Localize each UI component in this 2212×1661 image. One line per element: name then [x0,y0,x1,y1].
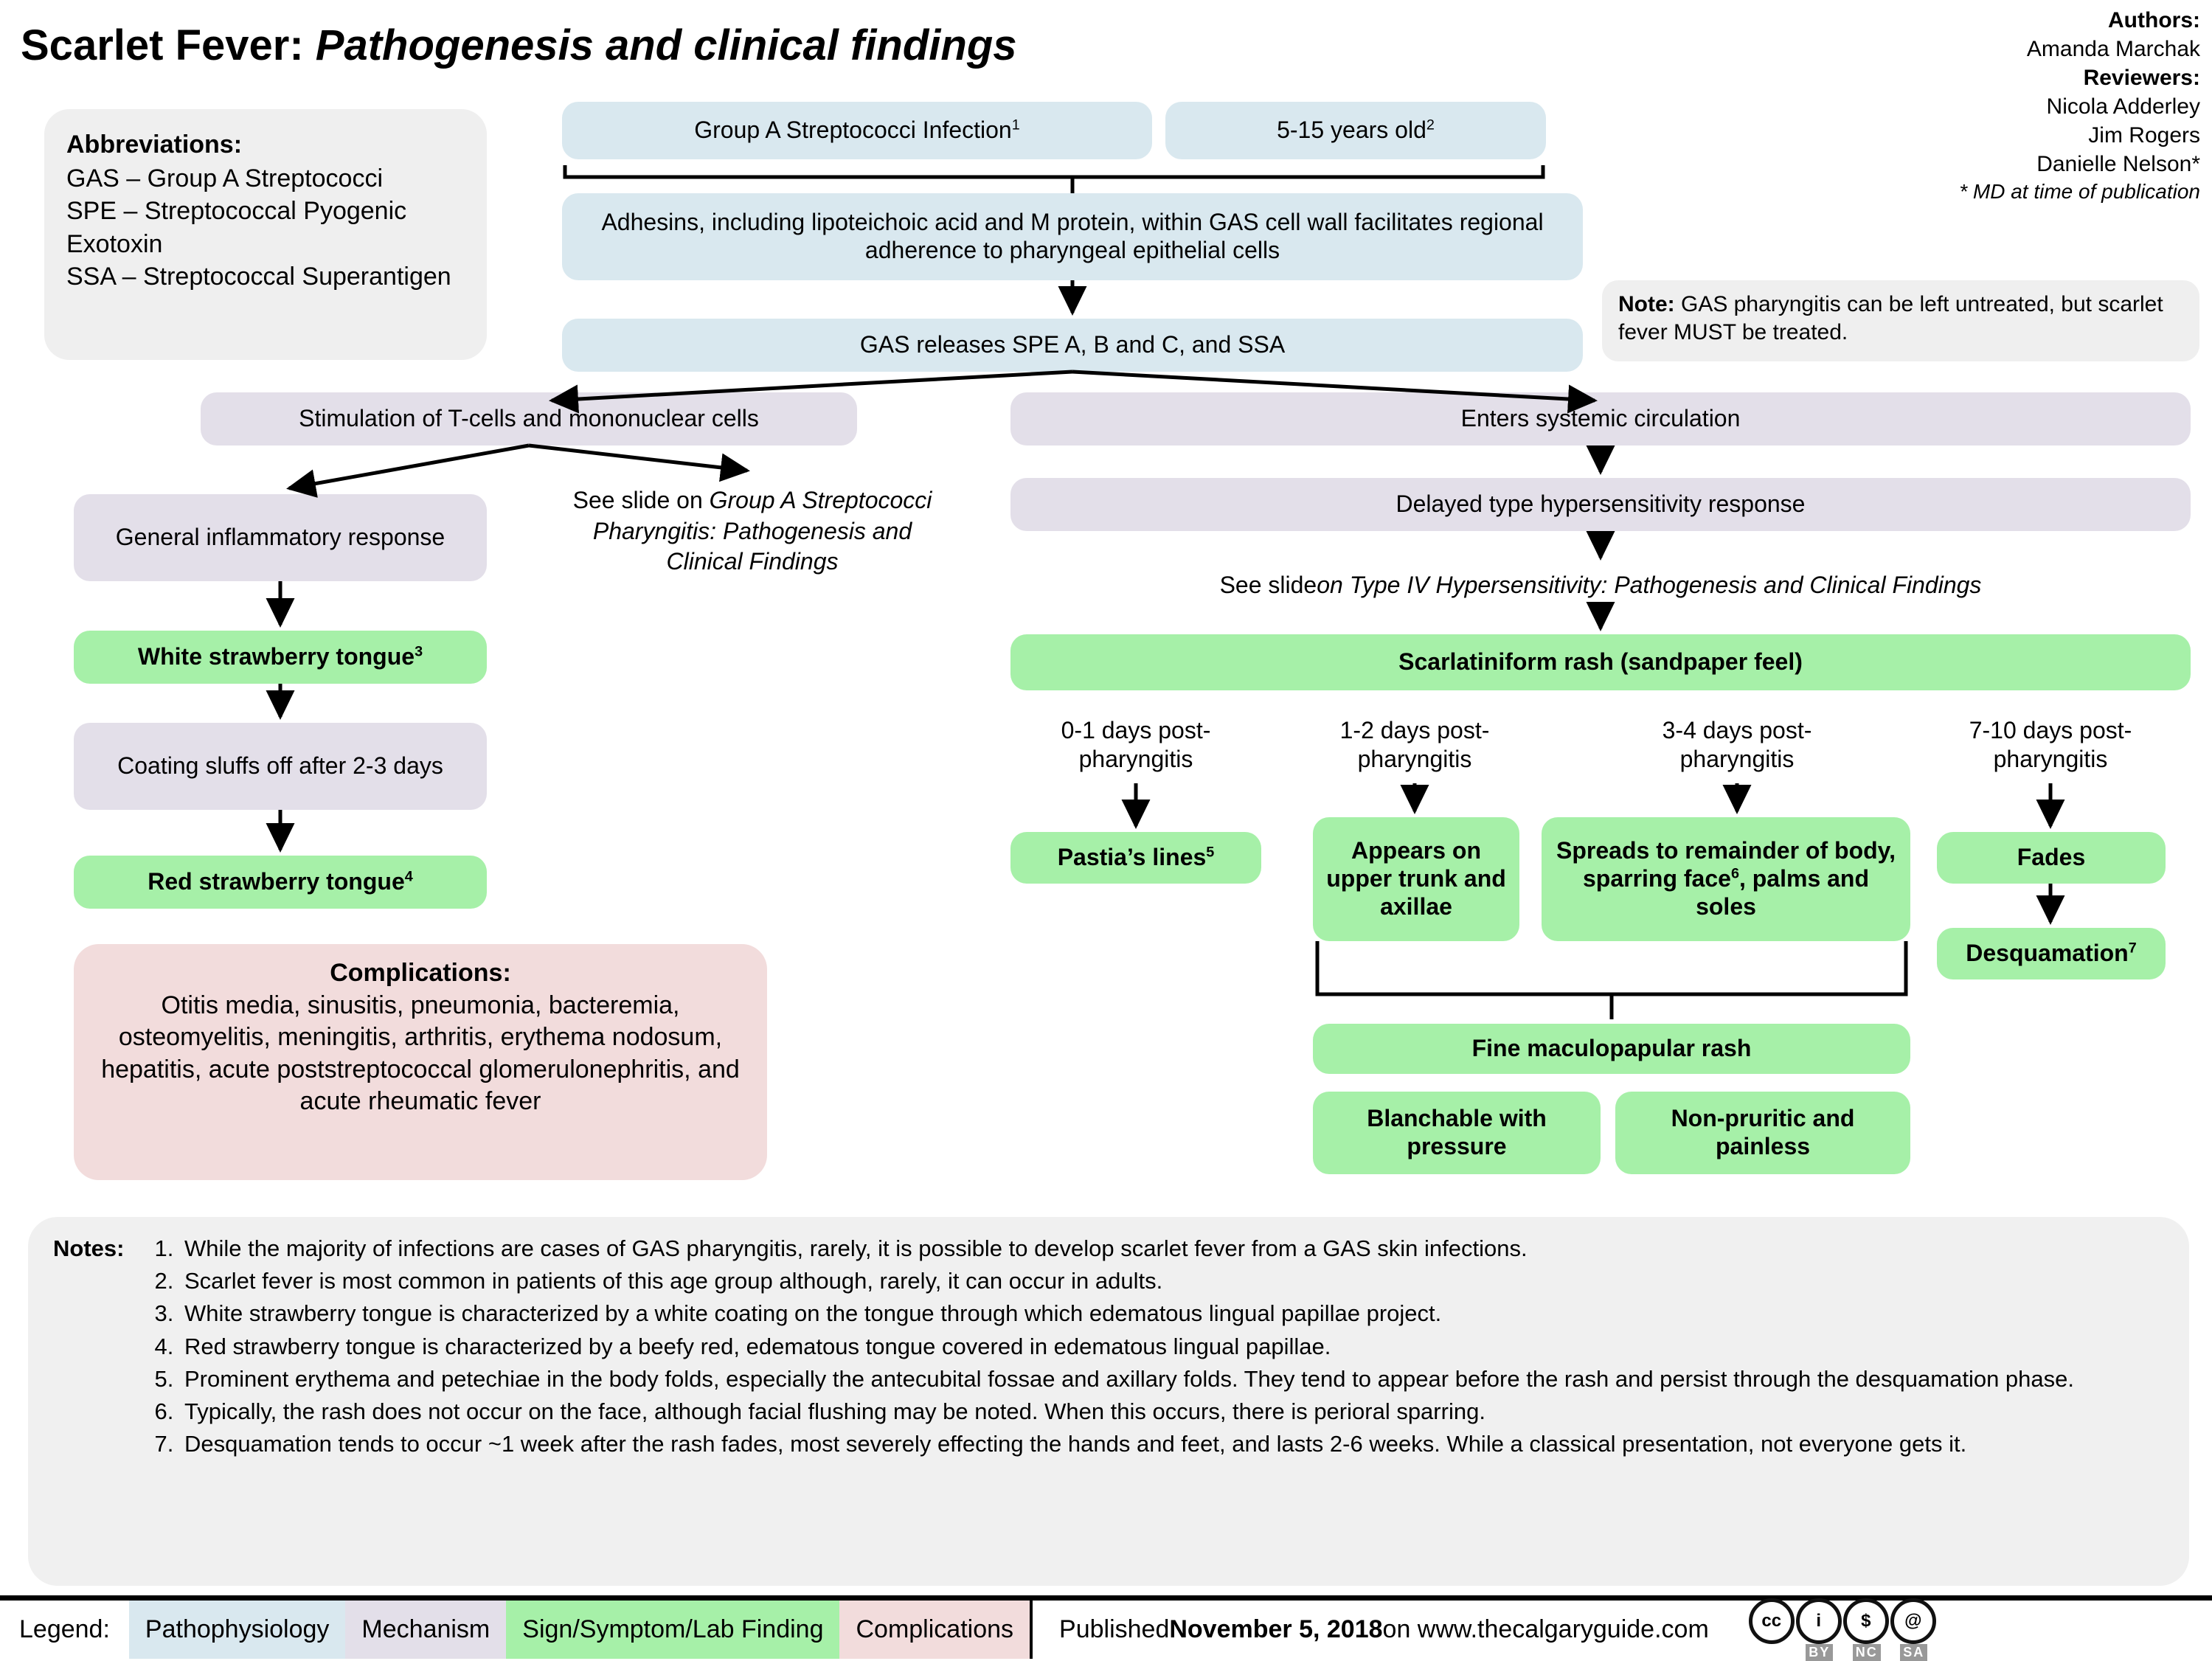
published-prefix: Published [1059,1615,1170,1643]
note-panel: Note: GAS pharyngitis can be left untrea… [1602,280,2199,361]
cc-nc-icon: $ [1842,1598,1889,1644]
abbreviation-spe: SPE – Streptococcal Pyogenic Exotoxin [66,197,407,258]
published-info: Published November 5, 2018 on www.thecal… [1030,1601,1736,1659]
notes-panel: Notes: While the majority of infections … [28,1217,2189,1586]
legend-chip-mechanism: Mechanism [345,1601,507,1659]
notes-list: While the majority of infections are cas… [148,1233,2074,1462]
superscript-3: 3 [415,643,423,660]
complications-text: Otitis media, sinusitis, pneumonia, bact… [101,991,740,1116]
node-adhesins: Adhesins, including lipoteichoic acid an… [562,193,1583,280]
node-fades: Fades [1937,832,2166,884]
node-desquamation: Desquamation7 [1937,928,2166,979]
node-gas-infection: Group A Streptococci Infection1 [562,102,1152,159]
node-spreads-label-b: , palms and soles [1696,865,1870,920]
node-general-inflammatory-response: General inflammatory response [74,494,487,581]
legend-chip-sign-symptom: Sign/Symptom/Lab Finding [506,1601,840,1659]
node-age-label: 5-15 years old [1277,117,1426,144]
node-white-strawberry-tongue: White strawberry tongue3 [74,631,487,684]
node-stimulation-tcells: Stimulation of T-cells and mononuclear c… [201,392,857,445]
timeline-label-3-4-days: 3-4 days post-pharyngitis [1662,716,1812,772]
node-delayed-hypersensitivity: Delayed type hypersensitivity response [1010,478,2191,531]
legend-label: Legend: [19,1615,110,1643]
cc-logo-icon: cc [1748,1598,1795,1644]
legend-chip-pathophysiology: Pathophysiology [128,1601,346,1659]
abbreviations-panel: Abbreviations: GAS – Group A Streptococc… [44,109,487,360]
node-coating-sluffs-off: Coating sluffs off after 2-3 days [74,723,487,810]
note-item: Desquamation tends to occur ~1 week afte… [180,1429,2074,1459]
cc-nc-label: NC [1852,1644,1881,1661]
node-spreads-label-a: Spreads to remainder of body, sparring f… [1556,837,1896,892]
reviewer-1: Nicola Adderley [2046,94,2200,119]
note-item: White strawberry tongue is characterized… [180,1298,2074,1328]
notes-label: Notes: [53,1235,125,1261]
node-gas-infection-label: Group A Streptococci Infection [694,117,1012,144]
timeline-label-1-2-days: 1-2 days post-pharyngitis [1339,716,1490,772]
authors-footnote: * MD at time of publication [1959,180,2200,203]
timeline-label-7-10-days: 7-10 days post-pharyngitis [1969,716,2132,772]
abbreviations-heading: Abbreviations: [66,131,243,159]
node-fine-maculopapular-rash: Fine maculopapular rash [1313,1024,1910,1074]
node-spreads-remainder-body: Spreads to remainder of body, sparring f… [1542,817,1910,941]
node-enters-systemic-circulation: Enters systemic circulation [1010,392,2191,445]
note-item: Prominent erythema and petechiae in the … [180,1364,2074,1394]
reviewer-3: Danielle Nelson* [2036,152,2200,176]
node-gas-releases: GAS releases SPE A, B and C, and SSA [562,319,1583,372]
superscript-7: 7 [2128,940,2137,957]
title-subtitle: Pathogenesis and clinical findings [315,21,1017,69]
node-age-range: 5-15 years old2 [1165,102,1546,159]
footer-legend-bar: Legend: Pathophysiology Mechanism Sign/S… [0,1595,2212,1661]
note-label: Note: [1618,292,1675,316]
abbreviation-ssa: SSA – Streptococcal Superantigen [66,262,451,291]
node-blanchable-with-pressure: Blanchable with pressure [1313,1092,1601,1174]
superscript-6: 6 [1730,865,1739,882]
reviewers-label: Reviewers: [2083,66,2200,90]
title-main: Scarlet Fever: [21,21,304,69]
node-see-slide-gas-pharyngitis: See slide on Group A Streptococci Pharyn… [561,481,944,643]
cc-by-label: BY [1806,1644,1834,1661]
node-white-strawberry-tongue-label: White strawberry tongue [137,643,415,670]
cc-sa-label: SA [1900,1644,1928,1661]
abbreviation-gas: GAS – Group A Streptococci [66,164,384,193]
note-item: While the majority of infections are cas… [180,1233,2074,1263]
published-suffix: on www.thecalgaryguide.com [1382,1615,1709,1643]
cc-sa-icon: @ [1890,1598,1936,1644]
note-item: Red strawberry tongue is characterized b… [180,1331,2074,1362]
node-desquamation-label: Desquamation [1966,940,2129,967]
superscript-5: 5 [1206,844,1215,861]
node-red-strawberry-tongue-label: Red strawberry tongue [148,868,405,895]
timeline-label-0-1-days: 0-1 days post-pharyngitis [1061,716,1211,772]
reviewer-2: Jim Rogers [2088,123,2200,148]
see-slide-typeiv-title: on Type IV Hypersensitivity: Pathogenesi… [1317,572,1982,599]
complications-heading: Complications: [330,959,511,987]
author-name: Amanda Marchak [2026,37,2200,61]
see-slide-typeiv-prefix: See slide [1219,572,1317,599]
published-date: November 5, 2018 [1169,1615,1383,1643]
superscript-2: 2 [1426,117,1435,133]
superscript-4: 4 [404,868,413,885]
note-item: Typically, the rash does not occur on th… [180,1396,2074,1426]
authors-block: Authors: Amanda Marchak Reviewers: Nicol… [1959,6,2200,205]
node-red-strawberry-tongue: Red strawberry tongue4 [74,856,487,909]
authors-label: Authors: [2108,8,2200,32]
node-see-slide-type-iv: See slide on Type IV Hypersensitivity: P… [1010,562,2191,609]
complications-panel: Complications: Otitis media, sinusitis, … [74,944,767,1180]
page-title: Scarlet Fever: Pathogenesis and clinical… [21,21,1017,70]
node-appears-upper-trunk: Appears on upper trunk and axillae [1313,817,1519,941]
node-pastia-lines-label: Pastia’s lines [1057,844,1207,871]
note-item: Scarlet fever is most common in patients… [180,1266,2074,1296]
node-scarlatiniform-rash: Scarlatiniform rash (sandpaper feel) [1010,634,2191,690]
superscript-1: 1 [1011,117,1020,133]
node-non-pruritic-painless: Non-pruritic and painless [1615,1092,1910,1174]
see-slide-prefix: See slide on [572,487,710,513]
node-pastia-lines: Pastia’s lines5 [1010,832,1261,884]
note-text: GAS pharyngitis can be left untreated, b… [1618,292,2163,345]
legend-chip-complications: Complications [839,1601,1030,1659]
cc-by-icon: i [1795,1598,1842,1644]
see-slide-title: Group A Streptococci Pharyngitis: Pathog… [592,487,932,575]
